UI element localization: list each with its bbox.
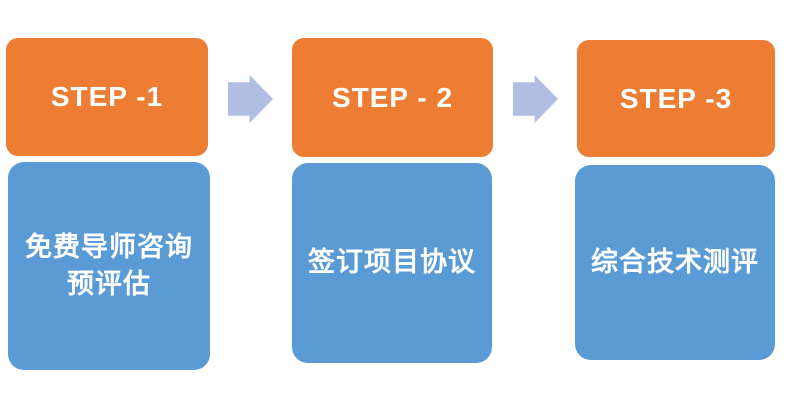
step-2-body-box: 签订项目协议 — [292, 163, 492, 363]
step-2-body-label: 签订项目协议 — [308, 247, 476, 278]
step-3-body-box: 综合技术测评 — [575, 165, 775, 360]
step-3-header-box: STEP -3 — [577, 40, 775, 157]
step-1-header-box: STEP -1 — [6, 38, 208, 156]
step-2-header-box: STEP - 2 — [292, 38, 493, 157]
step-1-body-label: 免费导师咨询 预评估 — [25, 231, 193, 299]
right-arrow-icon — [513, 75, 558, 123]
step-3-body-label: 综合技术测评 — [591, 246, 759, 277]
step-3-header-label: STEP -3 — [619, 82, 733, 114]
step-2-header-label: STEP - 2 — [331, 81, 454, 113]
step-1-body-box: 免费导师咨询 预评估 — [8, 162, 210, 370]
step-1-header-label: STEP -1 — [50, 81, 164, 112]
right-arrow-icon — [228, 75, 273, 123]
